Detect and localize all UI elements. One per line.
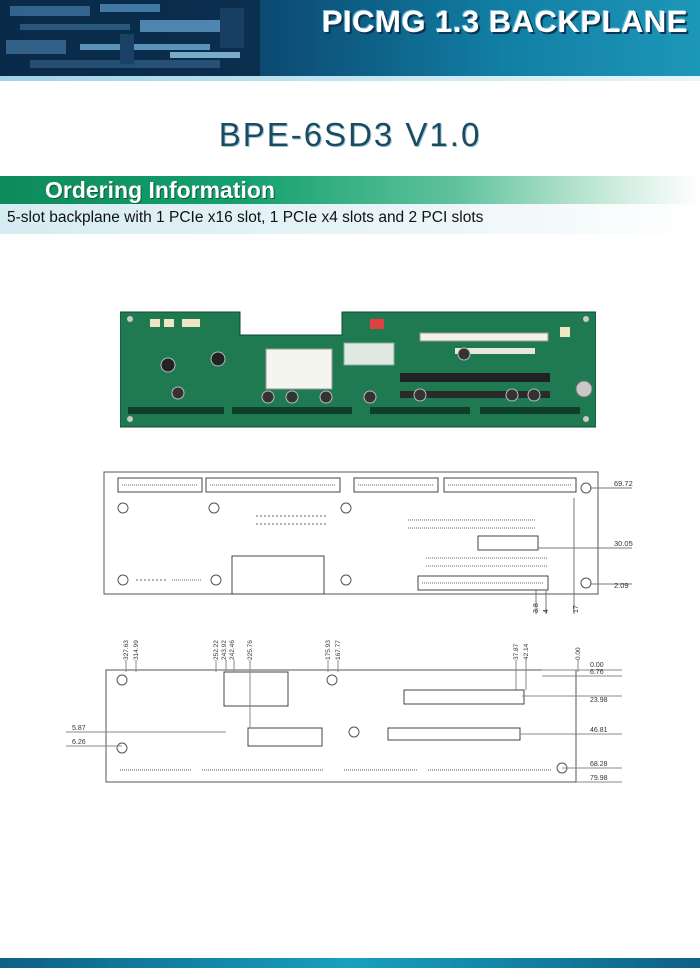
dim-left-2: 6.26: [72, 739, 86, 746]
banner-pcb-graphic: [0, 0, 260, 76]
ordering-description: 5-slot backplane with 1 PCIe x16 slot, 1…: [7, 209, 484, 226]
dim-top-5: 242.46: [229, 640, 236, 660]
section-title: Ordering Information: [45, 177, 275, 203]
dim-top-8: 167.77: [335, 640, 342, 660]
dim-top-11: 0.00: [575, 647, 582, 660]
dim-right-c: 23.98: [590, 697, 608, 704]
dim-right-f: 79.98: [590, 775, 608, 782]
dim-top-6: 225.76: [247, 640, 254, 660]
banner-title: PICMG 1.3 BACKPLANE: [321, 4, 688, 39]
dim-top-7: 175.93: [325, 640, 332, 660]
dim-right-3: 2.09: [614, 581, 629, 590]
banner-divider: [0, 76, 700, 81]
section-bar: [0, 176, 700, 204]
dim-bottom-3: 17: [573, 605, 580, 613]
dim-right-e: 68.28: [590, 761, 608, 768]
dim-bottom-1: 3.8: [533, 603, 540, 613]
dim-top-4: 243.92: [221, 640, 228, 660]
dim-bottom-2: 4: [543, 609, 550, 613]
dim-right-1: 69.72: [614, 479, 633, 488]
dim-left-1: 5.87: [72, 725, 86, 732]
bottom-view-drawing: 327.63 314.99 252.22 243.92 242.46 225.7…: [66, 640, 622, 783]
top-view-drawing: 69.72 30.05 2.09 3.8 4 17: [103, 471, 633, 614]
dim-right-b: 6.76: [590, 669, 604, 676]
dim-top-9: 37.87: [513, 643, 520, 660]
dim-right-d: 46.81: [590, 727, 608, 734]
backplane-photo: [120, 311, 596, 428]
dim-right-a: 0.00: [590, 662, 604, 669]
footer-bar: [0, 958, 700, 968]
dim-top-10: 42.14: [523, 643, 530, 660]
dim-top-1: 327.63: [123, 640, 130, 660]
product-title: BPE-6SD3 V1.0: [218, 116, 482, 153]
header-banner: PICMG 1.3 BACKPLANE: [0, 0, 700, 76]
dim-right-2: 30.05: [614, 539, 633, 548]
description-bar: [0, 204, 700, 234]
dim-top-3: 252.22: [213, 640, 220, 660]
dim-top-2: 314.99: [133, 640, 140, 660]
